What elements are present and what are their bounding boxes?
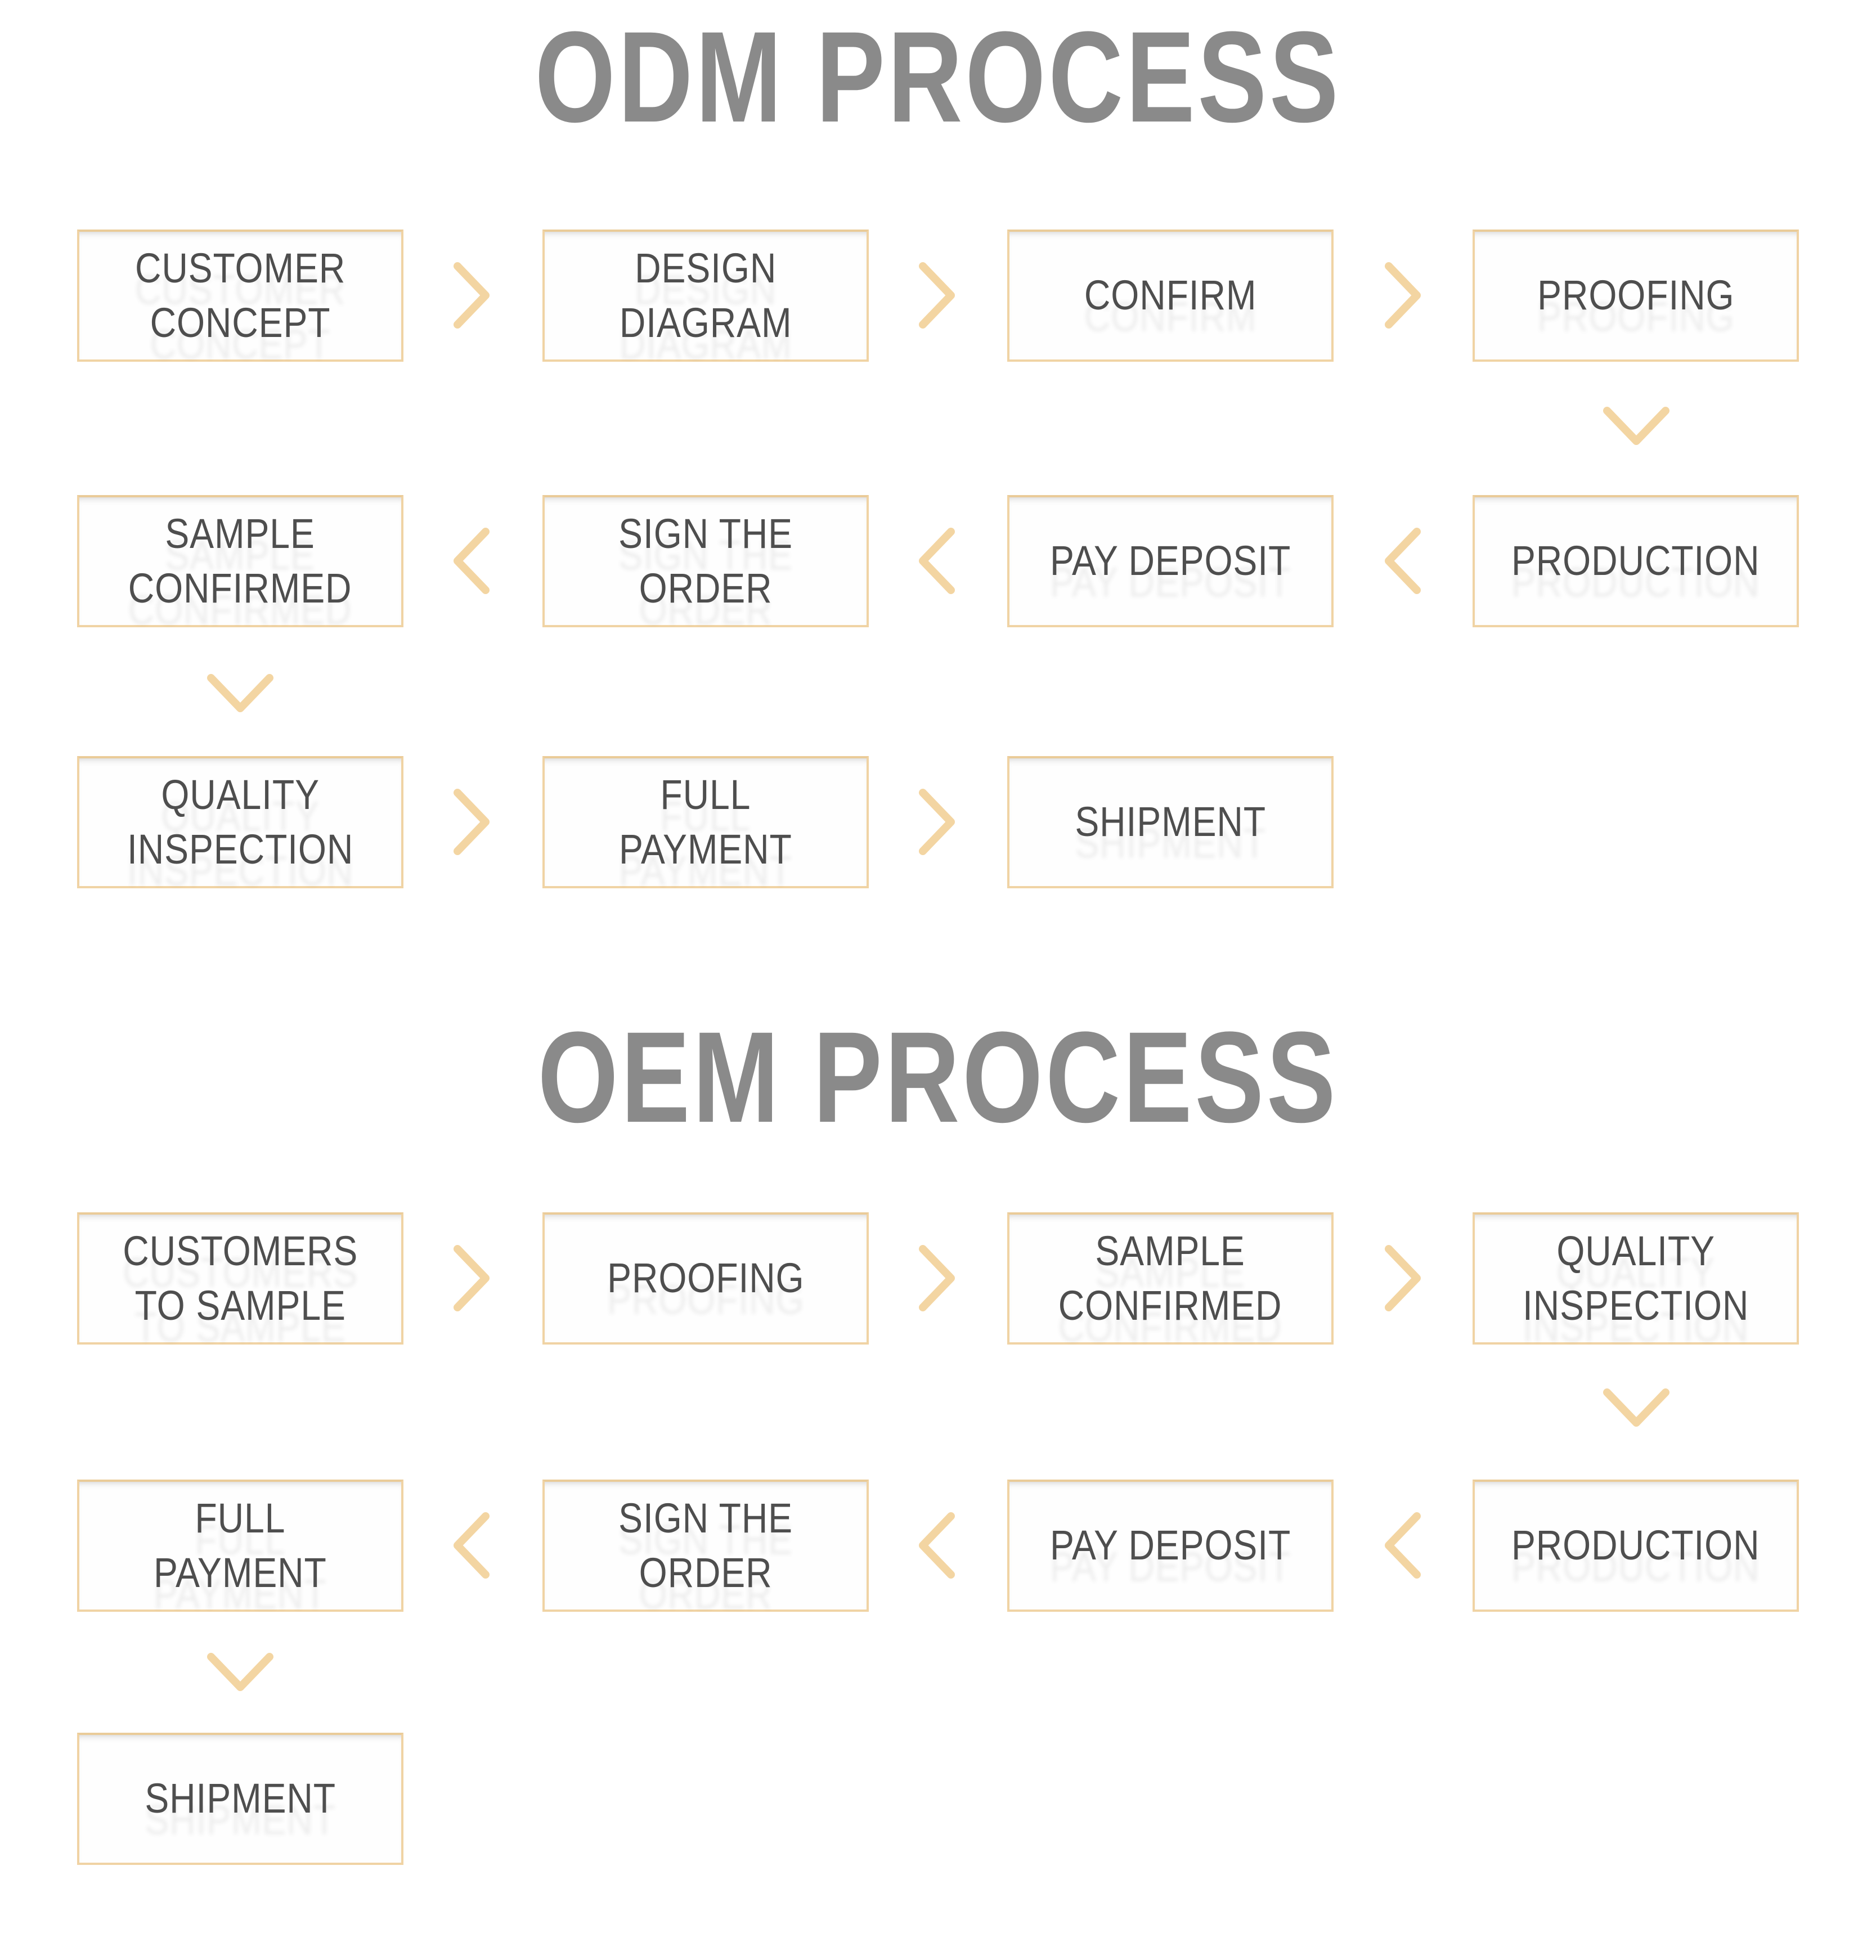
chevron-down-icon <box>1603 1388 1669 1427</box>
flow-step-label: CONFIRM <box>1084 272 1257 319</box>
flow-step-production: PRODUCTION <box>1473 1480 1799 1612</box>
flow-step-sample-confirmed: SAMPLE CONFIRMED <box>77 495 403 627</box>
flow-step-label: SAMPLE CONFIRMED <box>1058 1228 1282 1329</box>
chevron-down-icon <box>207 1653 273 1691</box>
flow-step-label: FULL PAYMENT <box>619 771 792 873</box>
chevron-left-icon <box>919 1512 955 1579</box>
flow-step-label: QUALITY INSPECTION <box>127 771 354 873</box>
chevron-right-icon <box>454 789 490 855</box>
flow-step-pay-deposit: PAY DEPOSIT <box>1007 1480 1334 1612</box>
flow-step-sign-the-order: SIGN THE ORDER <box>542 495 869 627</box>
flow-step-label: SHIPMENT <box>1075 798 1266 846</box>
chevron-left-icon <box>454 528 490 594</box>
flow-step-label: SAMPLE CONFIRMED <box>128 510 352 612</box>
flow-step-label: PRODUCTION <box>1511 1522 1760 1569</box>
flow-step-proofing: PROOFING <box>1473 230 1799 362</box>
flow-step-label: PRODUCTION <box>1511 537 1760 585</box>
flow-step-label: DESIGN DIAGRAM <box>619 245 792 346</box>
flow-step-label: FULL PAYMENT <box>154 1495 327 1596</box>
flow-step-label: SHIPMENT <box>145 1775 336 1822</box>
odm-section-title: ODM PROCESS <box>535 5 1341 149</box>
flow-step-full-payment: FULL PAYMENT <box>542 756 869 888</box>
flow-step-quality-inspection: QUALITY INSPECTION <box>1473 1212 1799 1345</box>
flow-step-full-payment: FULL PAYMENT <box>77 1480 403 1612</box>
chevron-right-icon <box>1385 1245 1421 1311</box>
flow-step-sample-confirmed: SAMPLE CONFIRMED <box>1007 1212 1334 1345</box>
flow-step-label: SIGN THE ORDER <box>618 1495 793 1596</box>
flow-step-quality-inspection: QUALITY INSPECTION <box>77 756 403 888</box>
flow-step-customers-to-sample: CUSTOMERS TO SAMPLE <box>77 1212 403 1345</box>
flow-step-proofing: PROOFING <box>542 1212 869 1345</box>
chevron-down-icon <box>207 674 273 712</box>
chevron-left-icon <box>454 1512 490 1579</box>
flow-step-design-diagram: DESIGN DIAGRAM <box>542 230 869 362</box>
flow-step-customer-concept: CUSTOMER CONCEPT <box>77 230 403 362</box>
chevron-right-icon <box>1385 262 1421 329</box>
flow-step-sign-the-order: SIGN THE ORDER <box>542 1480 869 1612</box>
flow-step-production: PRODUCTION <box>1473 495 1799 627</box>
flow-step-label: PROOFING <box>607 1255 805 1302</box>
chevron-right-icon <box>919 789 955 855</box>
flow-step-label: QUALITY INSPECTION <box>1522 1228 1749 1329</box>
flow-step-label: PAY DEPOSIT <box>1049 537 1291 585</box>
flow-step-label: CUSTOMERS TO SAMPLE <box>122 1228 358 1329</box>
chevron-left-icon <box>919 528 955 594</box>
flow-step-label: PROOFING <box>1537 272 1735 319</box>
flow-step-shipment: SHIPMENT <box>77 1733 403 1865</box>
chevron-right-icon <box>454 1245 490 1311</box>
oem-section-title: OEM PROCESS <box>537 1005 1339 1149</box>
chevron-right-icon <box>919 262 955 329</box>
flow-step-confirm: CONFIRM <box>1007 230 1334 362</box>
flow-step-shipment: SHIPMENT <box>1007 756 1334 888</box>
chevron-left-icon <box>1385 528 1421 594</box>
chevron-right-icon <box>454 262 490 329</box>
chevron-down-icon <box>1603 407 1669 445</box>
flow-step-label: CUSTOMER CONCEPT <box>134 245 346 346</box>
flow-step-label: PAY DEPOSIT <box>1049 1522 1291 1569</box>
flow-step-label: SIGN THE ORDER <box>618 510 793 612</box>
chevron-right-icon <box>919 1245 955 1311</box>
chevron-left-icon <box>1385 1512 1421 1579</box>
flow-step-pay-deposit: PAY DEPOSIT <box>1007 495 1334 627</box>
